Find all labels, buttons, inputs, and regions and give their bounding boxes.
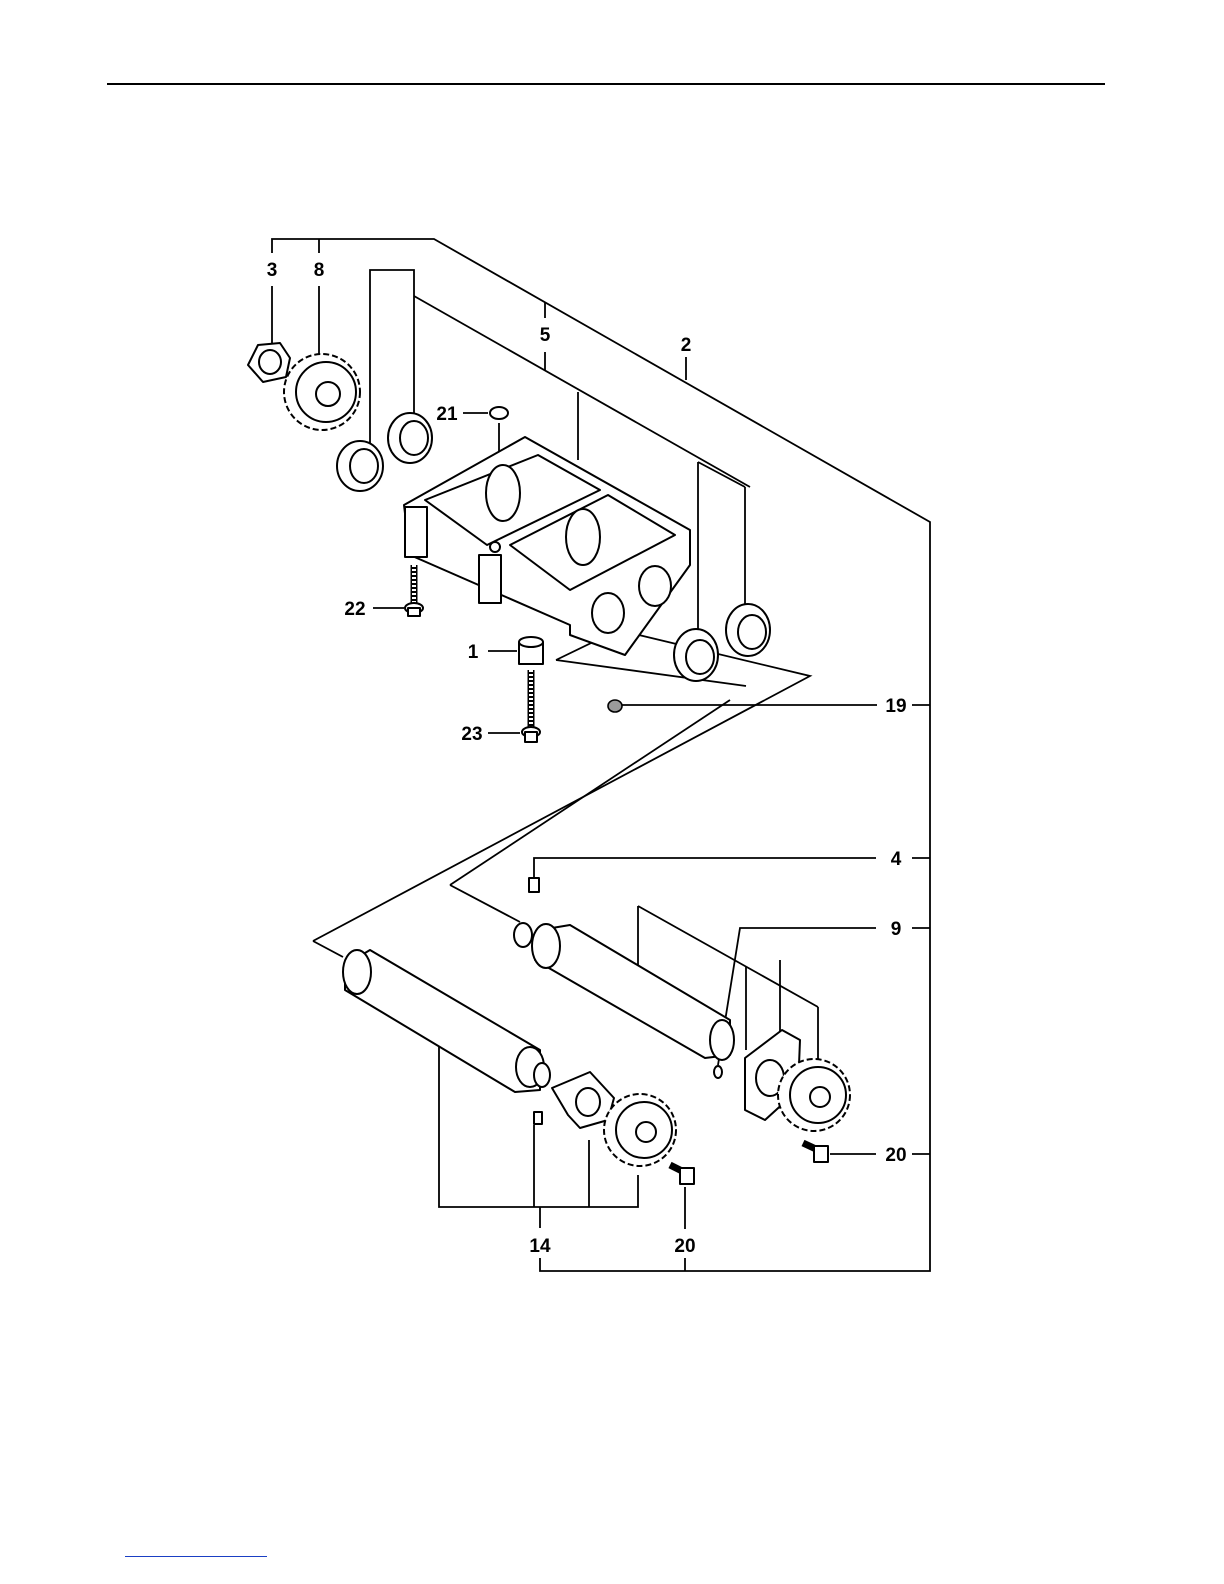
bolt-20-bottom-part	[670, 1165, 694, 1184]
gear-rear-part	[778, 1059, 850, 1131]
bolt-20-right-part	[803, 1143, 828, 1162]
callout-8: 8	[314, 260, 325, 281]
bushing-top-2	[337, 441, 383, 491]
bolt-23-part	[522, 670, 540, 742]
callout-20-bottom: 20	[674, 1236, 695, 1257]
pin-part	[529, 878, 539, 892]
callout-4: 4	[891, 849, 902, 870]
bushing-right-2	[674, 629, 718, 681]
callout-21: 21	[436, 404, 458, 425]
hex-nut-part	[248, 343, 290, 382]
callout-5: 5	[540, 325, 551, 346]
callout-9: 9	[891, 919, 902, 940]
bushing-right-1	[726, 604, 770, 656]
callout-19: 19	[885, 696, 906, 717]
gear-part-top	[284, 354, 360, 430]
thrust-plate-front-part	[552, 1072, 614, 1128]
callout-14: 14	[529, 1236, 551, 1257]
balancer-shaft-rear-part	[514, 923, 734, 1078]
callout-22: 22	[344, 599, 365, 620]
plug-part	[608, 700, 622, 712]
callout-1: 1	[468, 642, 479, 663]
o-ring-part	[490, 407, 508, 419]
balancer-housing-part	[404, 437, 690, 655]
gear-front-part	[604, 1094, 676, 1166]
bolt-22-part	[405, 565, 423, 616]
balancer-shaft-front-part	[343, 950, 550, 1124]
callout-2: 2	[681, 335, 692, 356]
sleeve-part	[519, 637, 543, 664]
callout-3: 3	[267, 260, 278, 281]
bushing-top-1	[388, 413, 432, 463]
callout-23: 23	[461, 724, 482, 745]
callout-20-right: 20	[885, 1145, 906, 1166]
footer-link-underline[interactable]	[125, 1556, 267, 1557]
